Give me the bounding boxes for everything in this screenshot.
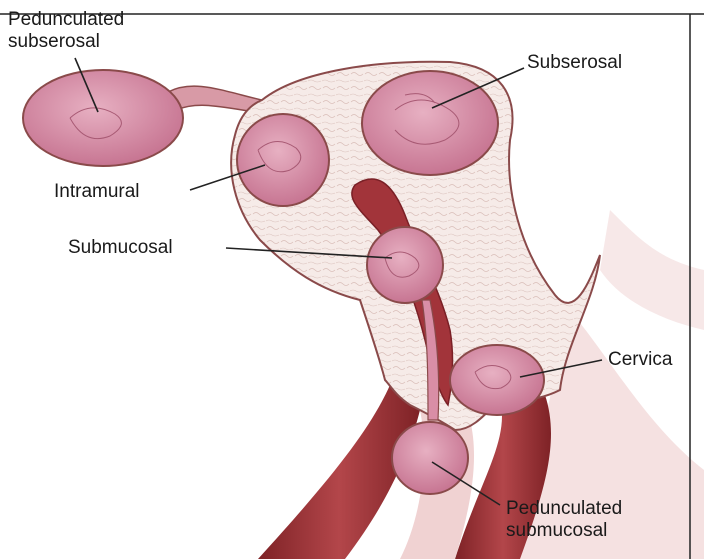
intramural-fibroid: [237, 114, 329, 206]
label-intramural: Intramural: [54, 181, 140, 203]
label-pedunculated-submucosal-2: submucosal: [506, 520, 607, 542]
submucosal-fibroid: [367, 227, 443, 303]
label-pedunculated-submucosal-1: Pedunculated: [506, 498, 622, 520]
label-submucosal: Submucosal: [68, 237, 173, 259]
label-pedunculated-subserosal-1: Pedunculated: [8, 9, 124, 31]
label-pedunculated-subserosal-2: subserosal: [8, 31, 100, 53]
label-subserosal: Subserosal: [527, 52, 622, 74]
pedunculated-subserosal-fibroid: [23, 70, 183, 166]
pedunculated-submucosal-fibroid: [392, 422, 468, 494]
subserosal-fibroid: [362, 71, 498, 175]
cervical-fibroid: [450, 345, 544, 415]
label-cervical: Cervica: [608, 349, 672, 371]
